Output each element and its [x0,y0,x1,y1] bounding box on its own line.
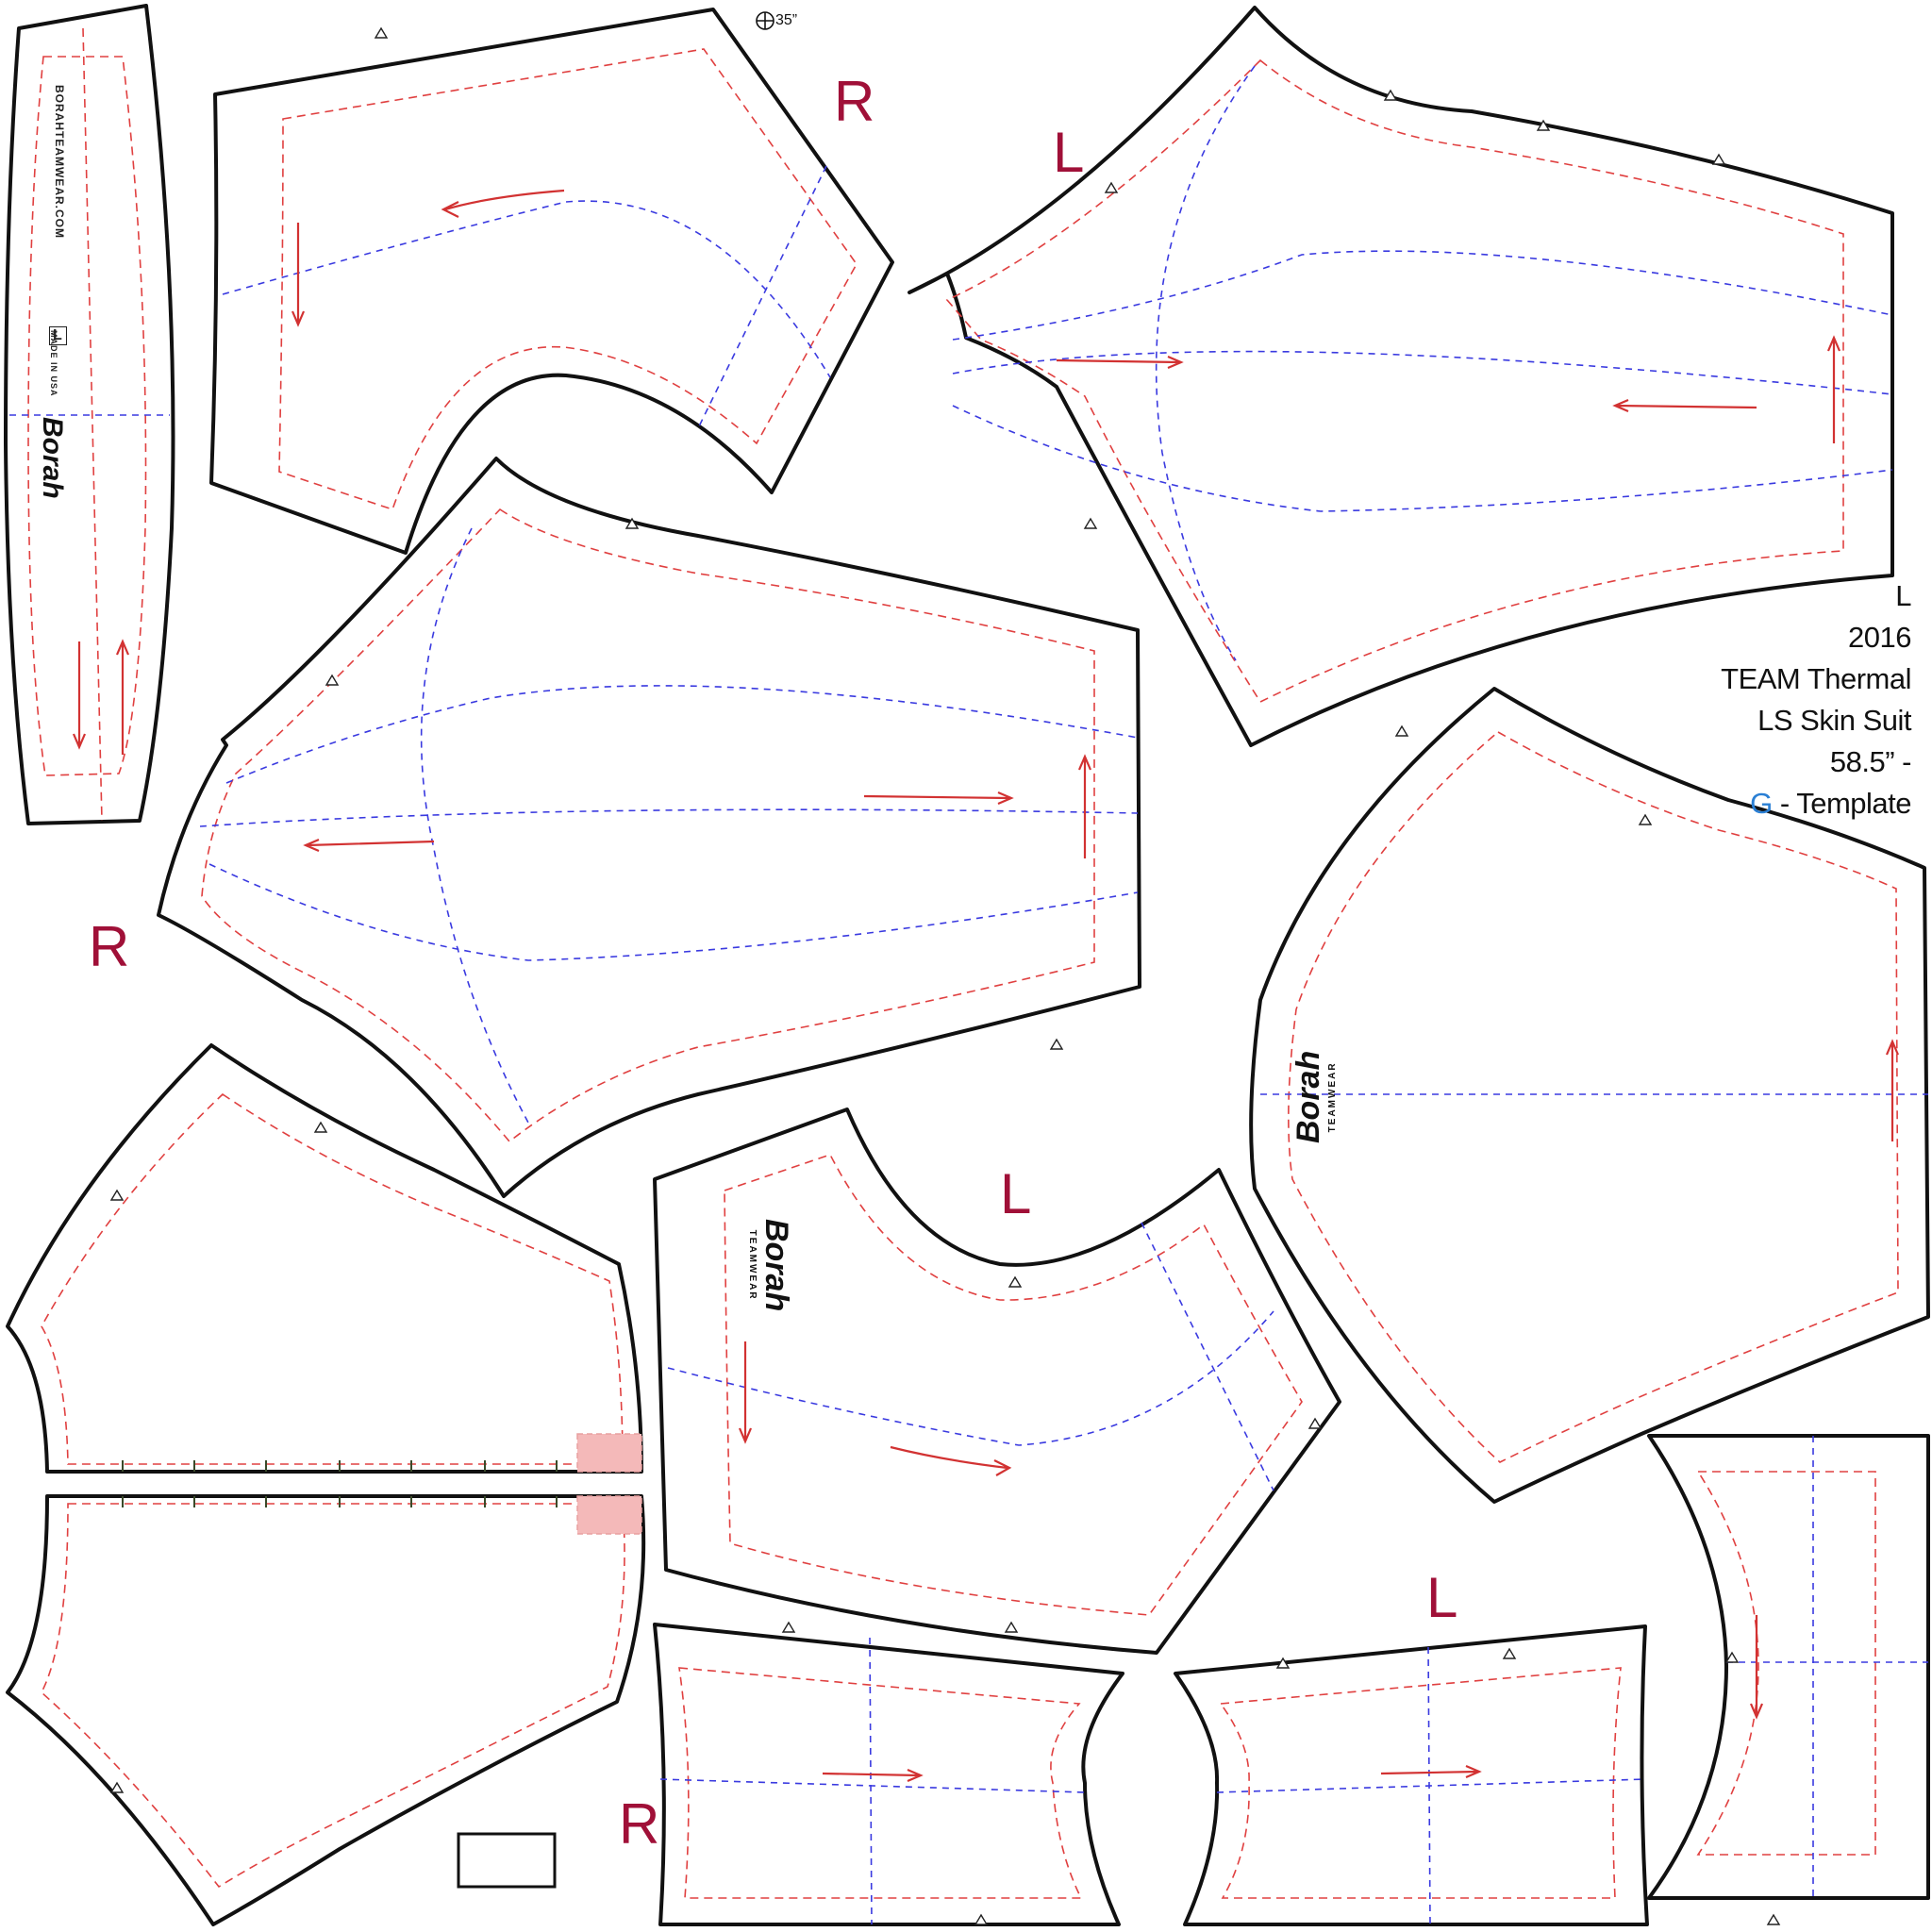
pattern-piece-sleeve-right [209,8,894,555]
template-suffix: - Template [1779,787,1912,820]
brand-subname: TEAMWEAR [1327,1061,1338,1133]
brand-logo-front: Borah TEAMWEAR [1291,1051,1338,1143]
template-line-2: LS Skin Suit [1757,704,1911,737]
pattern-piece-cuff-right [653,1623,1124,1926]
brand-logo-sleeve: Borah TEAMWEAR [747,1219,794,1311]
brand-logo-strip: Borah [37,417,68,499]
pattern-piece-back-lower [6,1494,646,1926]
pattern-piece-sleeve-left [908,6,1894,747]
side-label-right-bottom: R [619,1792,660,1856]
brand-subname: TEAMWEAR [747,1229,758,1301]
side-label-left-top: L [1053,121,1085,184]
brand-name: Borah [1291,1050,1326,1143]
label-box [457,1832,557,1889]
pattern-piece-collar [1647,1434,1930,1900]
template-line-1: TEAM Thermal [1721,662,1911,695]
pattern-piece-cuff-left [1174,1624,1649,1926]
registration-mark-icon [756,11,774,30]
notch-icon [109,26,1781,1925]
pattern-piece-sleeve-right-mid [157,457,1141,1198]
template-line-4: G - Template [1721,783,1911,824]
side-label-right-top: R [834,70,875,133]
pattern-piece-front-panel [1249,687,1930,1504]
side-label-left-bottom: L [1426,1566,1458,1629]
pattern-piece-back-upper [6,1043,643,1474]
template-info: L 2016 TEAM Thermal LS Skin Suit 58.5” -… [1721,575,1911,824]
side-label-right-mid: R [89,915,130,978]
registration-size-label: 35” [775,12,798,28]
brand-name: Borah [758,1219,794,1312]
website-text: BORAHTEAMWEAR.COM [53,85,66,239]
template-letter: G [1750,787,1773,820]
strip-size-tag: L [49,326,67,345]
template-size: L [1895,579,1911,612]
side-label-left-mid: L [1000,1162,1032,1225]
ruler-ticks [122,1460,558,1507]
template-line-3: 58.5” - [1829,745,1912,778]
pattern-piece-side-panel [4,4,175,825]
pattern-piece-sleeve-left-lower [653,1108,1341,1655]
template-year: 2016 [1848,621,1911,654]
